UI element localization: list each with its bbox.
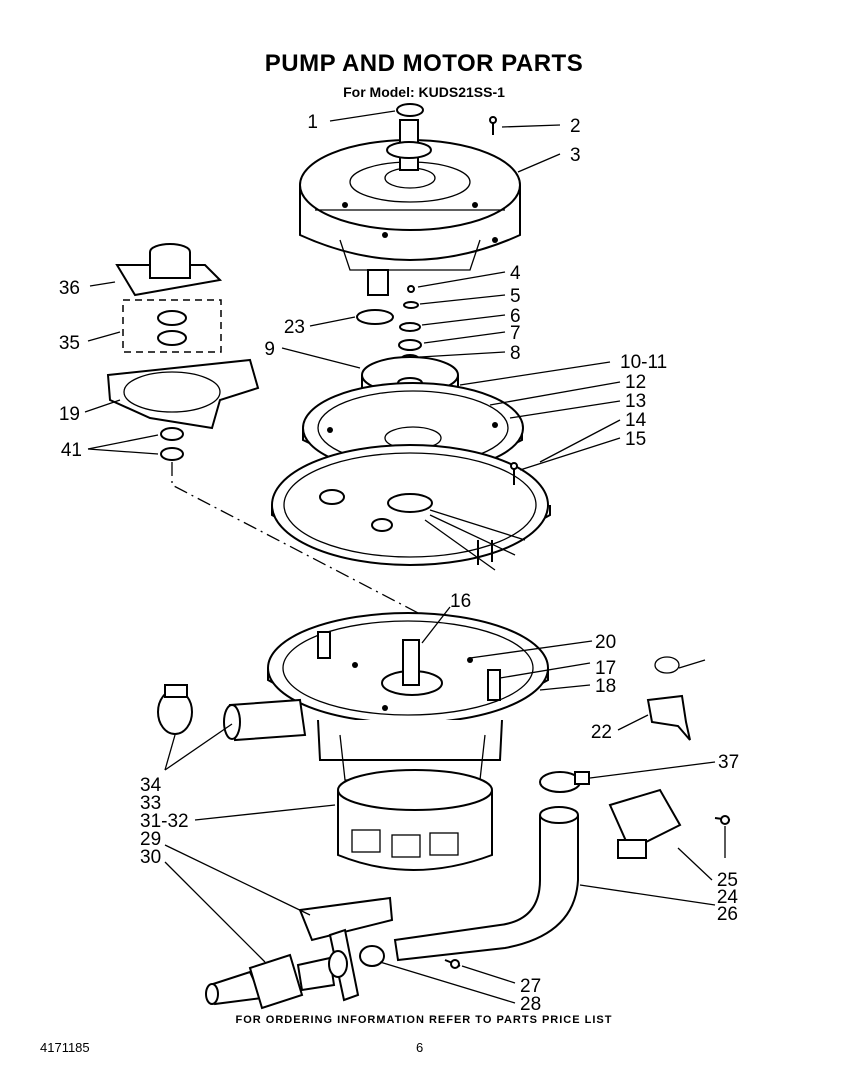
motor-housing-31-32 xyxy=(337,769,493,871)
callout-25: 25 xyxy=(717,870,738,891)
callout-2: 2 xyxy=(570,116,581,137)
washers-41 xyxy=(160,427,184,461)
callout-7: 7 xyxy=(510,323,521,344)
screw-15 xyxy=(510,462,518,485)
clamp-37 xyxy=(539,771,590,793)
top-washer xyxy=(396,103,424,117)
pump-body xyxy=(267,612,549,781)
nut-4 xyxy=(407,285,415,293)
screw-27 xyxy=(444,959,461,969)
callout-15: 15 xyxy=(625,429,646,450)
thermostat-22 xyxy=(646,656,706,741)
clamp-34 xyxy=(157,684,193,735)
sensor-24 xyxy=(608,788,682,859)
callout-10-11: 10-11 xyxy=(620,352,667,373)
callout-16: 16 xyxy=(450,591,471,612)
callout-20: 20 xyxy=(595,632,616,653)
washer-6 xyxy=(399,322,421,332)
leader-lines xyxy=(84,110,726,1004)
callout-30: 30 xyxy=(140,847,161,868)
motor-assembly xyxy=(299,119,521,296)
callout-24: 24 xyxy=(717,887,739,908)
hose-33 xyxy=(223,698,307,742)
fitting-30 xyxy=(205,953,336,1010)
bracket-29 xyxy=(298,896,394,942)
callout-31-32: 31-32 xyxy=(140,811,189,832)
washer-23 xyxy=(356,309,394,325)
callout-6: 6 xyxy=(510,306,521,327)
screw-2 xyxy=(489,116,497,135)
bracket-plate-28 xyxy=(328,928,385,1002)
callout-18: 18 xyxy=(595,676,616,697)
callout-12: 12 xyxy=(625,372,646,393)
callout-4: 4 xyxy=(510,263,521,284)
callout-5: 5 xyxy=(510,286,521,307)
drain-hose-26 xyxy=(393,806,579,962)
page-number: 6 xyxy=(416,1040,424,1055)
callout-22: 22 xyxy=(591,722,612,743)
callout-35: 35 xyxy=(59,333,80,354)
callout-8: 8 xyxy=(510,343,521,364)
bearing-housing-36 xyxy=(115,243,223,297)
callout-9: 9 xyxy=(264,339,275,360)
callout-33: 33 xyxy=(140,793,161,814)
spray-base-plate xyxy=(271,444,551,571)
callout-28: 28 xyxy=(520,994,541,1015)
callout-13: 13 xyxy=(625,391,646,412)
callout-37: 37 xyxy=(718,752,739,773)
seal-kit-35 xyxy=(122,299,222,353)
callout-36: 36 xyxy=(59,278,80,299)
callout-29: 29 xyxy=(140,829,161,850)
callout-14: 14 xyxy=(625,410,647,431)
callout-27: 27 xyxy=(520,976,541,997)
washer-5 xyxy=(403,301,419,309)
callout-labels: 1 2 3 4 5 6 7 8 9 10-11 12 13 14 15 16 1… xyxy=(59,112,739,1015)
callout-19: 19 xyxy=(59,404,80,425)
callout-26: 26 xyxy=(717,904,738,925)
callout-17: 17 xyxy=(595,658,616,679)
callout-23: 23 xyxy=(284,317,305,338)
page-title: PUMP AND MOTOR PARTS xyxy=(264,50,584,77)
callout-1: 1 xyxy=(307,112,318,133)
callout-41: 41 xyxy=(61,440,82,461)
screw-25 xyxy=(714,815,731,825)
document-number: 4171185 xyxy=(40,1040,90,1055)
callout-34: 34 xyxy=(140,775,162,796)
model-subtitle: For Model: KUDS21SS-1 xyxy=(343,84,505,100)
ordering-note: FOR ORDERING INFORMATION REFER TO PARTS … xyxy=(235,1014,613,1026)
gasket-19 xyxy=(106,358,260,430)
callout-3: 3 xyxy=(570,145,581,166)
washer-7 xyxy=(398,339,422,351)
